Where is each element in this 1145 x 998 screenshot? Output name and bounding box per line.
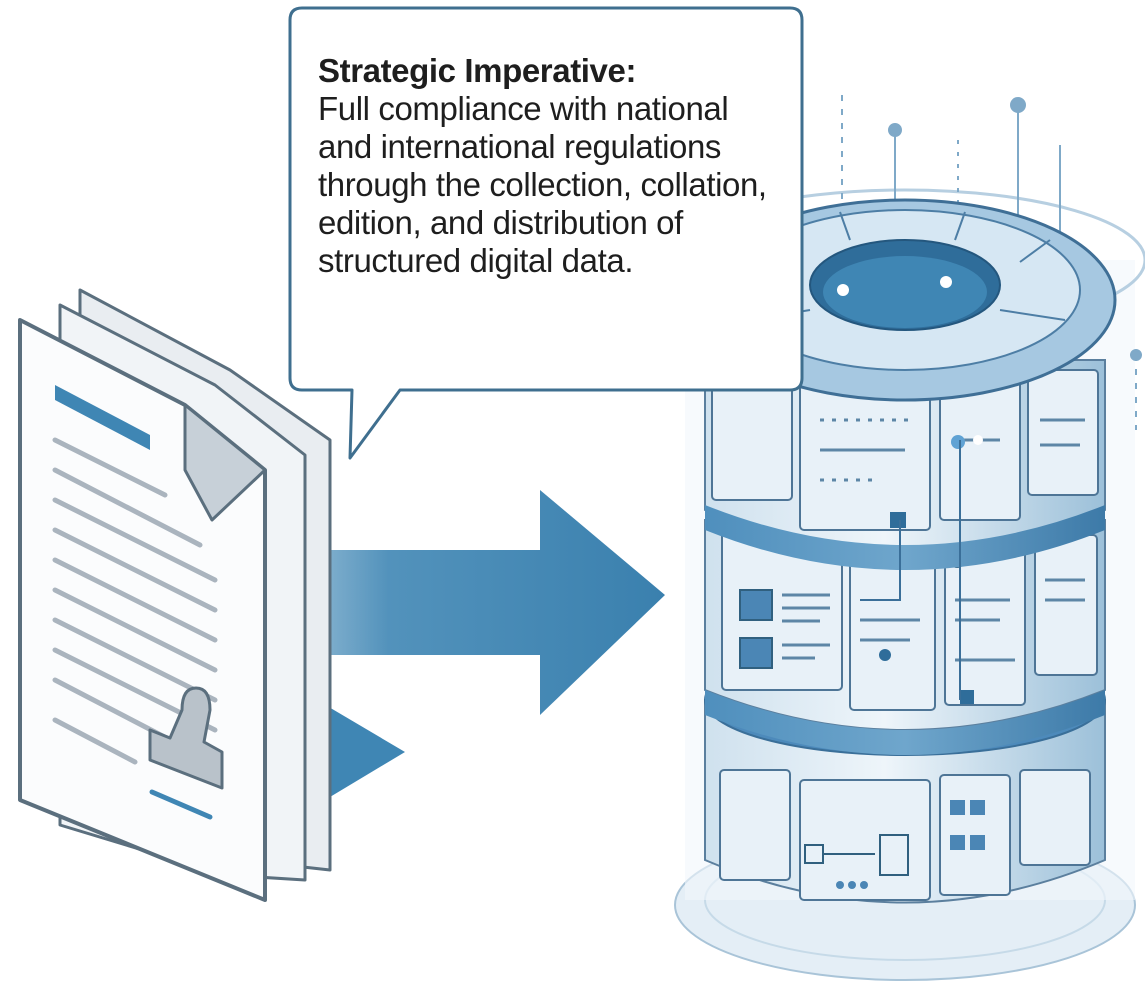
stamp-icon	[148, 686, 224, 820]
document-stack-icon	[18, 288, 332, 902]
callout-bubble	[288, 6, 804, 460]
callout-body: Full compliance with national and intern…	[318, 90, 767, 279]
callout-text: Strategic Imperative: Full compliance wi…	[318, 52, 788, 280]
callout-title: Strategic Imperative:	[318, 52, 637, 89]
